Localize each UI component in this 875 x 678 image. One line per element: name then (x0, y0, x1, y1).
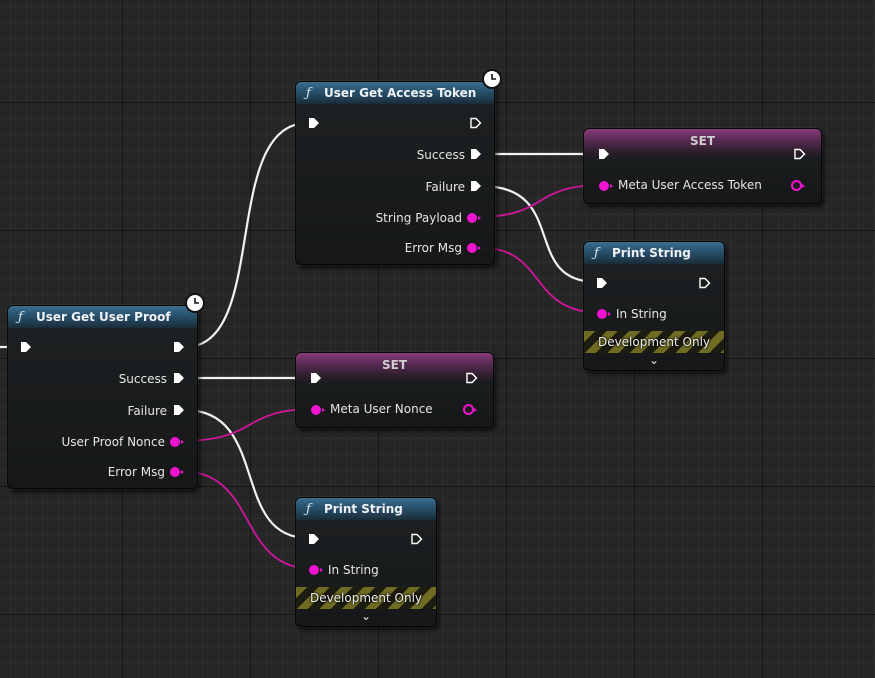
function-icon: ƒ (306, 502, 311, 517)
node-header: ƒ Print String (584, 242, 724, 264)
in-string-pin[interactable] (309, 565, 323, 575)
value-input-pin[interactable] (311, 405, 325, 415)
clock-icon (482, 69, 502, 89)
node-header: ƒ Print String (296, 498, 436, 520)
pin-label-success: Success (416, 148, 465, 162)
exec-output-pin[interactable] (411, 533, 423, 545)
exec-wire-proof-failure-to-print[interactable] (184, 408, 309, 540)
pin-label-in-string: In String (328, 563, 379, 577)
set-node-header: SET (296, 353, 493, 383)
function-icon: ƒ (306, 86, 311, 101)
variable-label: Meta User Nonce (330, 402, 433, 416)
string-wire-nonce-to-set[interactable] (179, 408, 315, 442)
node-set-meta-user-nonce[interactable]: SET Meta User Nonce (295, 352, 494, 428)
pin-label-user-proof-nonce: User Proof Nonce (61, 435, 166, 449)
variable-label: Meta User Access Token (618, 178, 762, 192)
exec-output-pin[interactable] (699, 277, 711, 289)
pin-label-in-string: In String (616, 307, 667, 321)
node-user-get-user-proof[interactable]: ƒ User Get User Proof Success Failure Use… (7, 305, 198, 489)
exec-output-pin[interactable] (794, 148, 806, 160)
chevron-down-icon[interactable]: ⌄ (360, 609, 372, 623)
failure-exec-pin[interactable] (173, 404, 185, 416)
exec-output-pin[interactable] (173, 341, 185, 353)
node-user-get-access-token[interactable]: ƒ User Get Access Token Success Failure S… (295, 81, 495, 265)
exec-output-pin[interactable] (466, 372, 478, 384)
string-wire-proof-error-to-print[interactable] (179, 470, 315, 570)
in-string-pin[interactable] (597, 309, 611, 319)
node-print-string-bottom[interactable]: ƒ Print String In String Development Only… (295, 497, 437, 627)
payload-string-pin[interactable] (467, 213, 481, 223)
clock-icon (185, 293, 205, 313)
value-output-pin[interactable] (791, 180, 805, 191)
set-node-header: SET (584, 129, 821, 159)
exec-input-pin[interactable] (20, 341, 32, 353)
exec-output-pin[interactable] (470, 117, 482, 129)
node-title: Print String (324, 502, 403, 516)
development-only-banner: Development Only (296, 587, 436, 609)
exec-input-pin[interactable] (308, 117, 320, 129)
pin-label-failure: Failure (127, 404, 167, 418)
development-only-banner: Development Only (584, 331, 724, 353)
function-icon: ƒ (18, 310, 23, 325)
error-msg-string-pin[interactable] (467, 243, 481, 253)
nonce-string-pin[interactable] (170, 437, 184, 447)
exec-input-pin[interactable] (308, 533, 320, 545)
node-set-meta-user-access-token[interactable]: SET Meta User Access Token (583, 128, 822, 204)
exec-input-pin[interactable] (598, 148, 610, 160)
pin-label-error-msg: Error Msg (107, 465, 165, 479)
pin-label-error-msg: Error Msg (404, 241, 462, 255)
string-wire-payload-to-set[interactable] (475, 184, 604, 218)
chevron-down-icon[interactable]: ⌄ (648, 353, 660, 367)
node-title: User Get User Proof (36, 310, 171, 324)
pin-label-string-payload: String Payload (375, 211, 462, 225)
success-exec-pin[interactable] (173, 372, 185, 384)
function-icon: ƒ (594, 246, 599, 261)
exec-input-pin[interactable] (310, 372, 322, 384)
value-input-pin[interactable] (599, 181, 613, 191)
node-header: ƒ User Get Access Token (296, 82, 494, 104)
pin-label-failure: Failure (425, 180, 465, 194)
node-header: ƒ User Get User Proof (8, 306, 197, 328)
pin-label-success: Success (118, 372, 167, 386)
value-output-pin[interactable] (463, 404, 477, 415)
success-exec-pin[interactable] (470, 148, 482, 160)
string-wire-token-error-to-print[interactable] (475, 246, 604, 314)
node-print-string-top[interactable]: ƒ Print String In String Development Only… (583, 241, 725, 371)
exec-input-pin[interactable] (596, 277, 608, 289)
node-title: User Get Access Token (324, 86, 477, 100)
node-title: Print String (612, 246, 691, 260)
exec-wire-proof-to-token[interactable] (184, 121, 309, 349)
exec-wire-token-failure-to-print[interactable] (480, 184, 598, 284)
error-msg-string-pin[interactable] (170, 467, 184, 477)
failure-exec-pin[interactable] (470, 180, 482, 192)
